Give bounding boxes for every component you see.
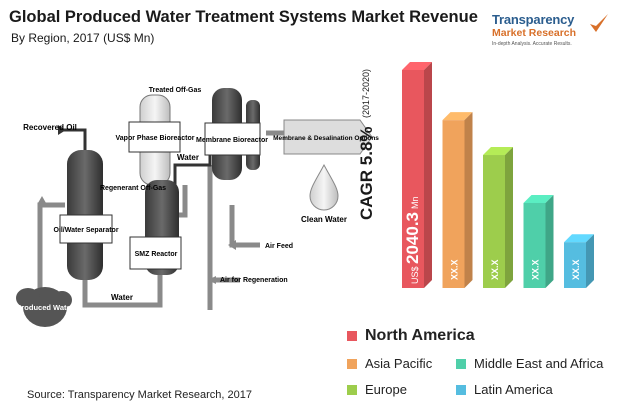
legend-swatch — [456, 384, 466, 395]
cagr-svg: CAGR 5.8% (2017-2020) — [357, 69, 376, 220]
bar-side — [586, 234, 594, 288]
label-produced-water: Produced Water — [16, 303, 73, 312]
legend-item: Middle East and Africa — [456, 356, 603, 371]
bar-data-label: XX.X — [531, 259, 541, 280]
process-diagram: Recovered Oil Oil/Water Separator Produc… — [16, 87, 379, 327]
label-smz-reactor: SMZ Reactor — [135, 251, 178, 258]
legend-item: North America — [347, 327, 475, 345]
label-oil-water-separator: Oil/Water Separator — [53, 227, 118, 234]
cagr-label-block: CAGR 5.8% (2017-2020) — [350, 10, 380, 220]
legend-swatch — [347, 384, 357, 395]
label-clean-water: Clean Water — [301, 215, 347, 224]
label-water-bottom: Water — [111, 293, 133, 302]
label-recovered-oil: Recovered Oil — [23, 123, 77, 132]
logo-check-icon — [590, 14, 608, 32]
bar — [564, 242, 586, 288]
bar-side — [545, 194, 554, 288]
legend-label: Europe — [365, 382, 407, 397]
legend-swatch — [456, 358, 466, 369]
legend-label: Asia Pacific — [365, 356, 433, 371]
legend-swatch — [347, 331, 357, 341]
bar-side — [464, 112, 473, 288]
bar-side — [424, 62, 432, 288]
cagr-text: CAGR 5.8% — [357, 126, 376, 220]
bar-data-label-main: US$ 2040.3Mn — [403, 196, 422, 284]
bar-top — [564, 234, 594, 243]
logo-line1: Transparency — [492, 12, 575, 27]
bar-data-label: XX.X — [450, 259, 460, 280]
bar — [442, 120, 465, 288]
legend-item: Europe — [347, 382, 407, 397]
cagr-period: (2017-2020) — [361, 69, 371, 118]
legend-label: North America — [365, 327, 475, 344]
bar — [402, 70, 424, 288]
bar-top — [402, 62, 432, 70]
legend-item: Asia Pacific — [347, 356, 432, 371]
logo-line2: Market Research — [492, 27, 577, 39]
label-regenerant-offgas: Regenerant Off-Gas — [100, 185, 166, 192]
chart-subtitle: By Region, 2017 (US$ Mn) — [11, 31, 155, 45]
bar-side — [505, 147, 513, 288]
label-treated-offgas: Treated Off-Gas — [149, 87, 202, 94]
brand-logo: Transparency Market Research In-depth An… — [470, 12, 612, 62]
legend-item: Latin America — [456, 382, 553, 397]
label-vapor-phase-bioreactor: Vapor Phase Bioreactor — [116, 135, 195, 142]
bar — [483, 155, 505, 288]
label-membrane-desal: Membrane & Desalination Options — [273, 135, 379, 142]
legend-swatch — [347, 358, 357, 369]
legend-label: Latin America — [474, 382, 553, 397]
label-water-top: Water — [177, 153, 199, 162]
bar-chart: XX.X XX.X XX.X XX.X US$ 2040.3Mn — [402, 62, 594, 288]
bar-data-label: XX.X — [571, 259, 581, 280]
chart-title: Global Produced Water Treatment Systems … — [9, 8, 478, 26]
label-membrane-bioreactor: Membrane Bioreactor — [196, 137, 268, 144]
bar-top — [442, 112, 473, 121]
bar — [523, 202, 546, 288]
source-note: Source: Transparency Market Research, 20… — [27, 389, 253, 401]
label-air-regen: Air for Regeneration — [220, 277, 288, 284]
legend-label: Middle East and Africa — [474, 356, 604, 371]
bar-top — [523, 194, 554, 203]
bar-top — [483, 147, 513, 156]
label-air-feed: Air Feed — [265, 243, 293, 250]
logo-tagline: In-depth Analysis. Accurate Results. — [492, 41, 572, 47]
svg-text:CAGR 5.8% (2017-2020): CAGR 5.8% (2017-2020) — [357, 69, 376, 220]
bar-data-label: XX.X — [490, 259, 500, 280]
